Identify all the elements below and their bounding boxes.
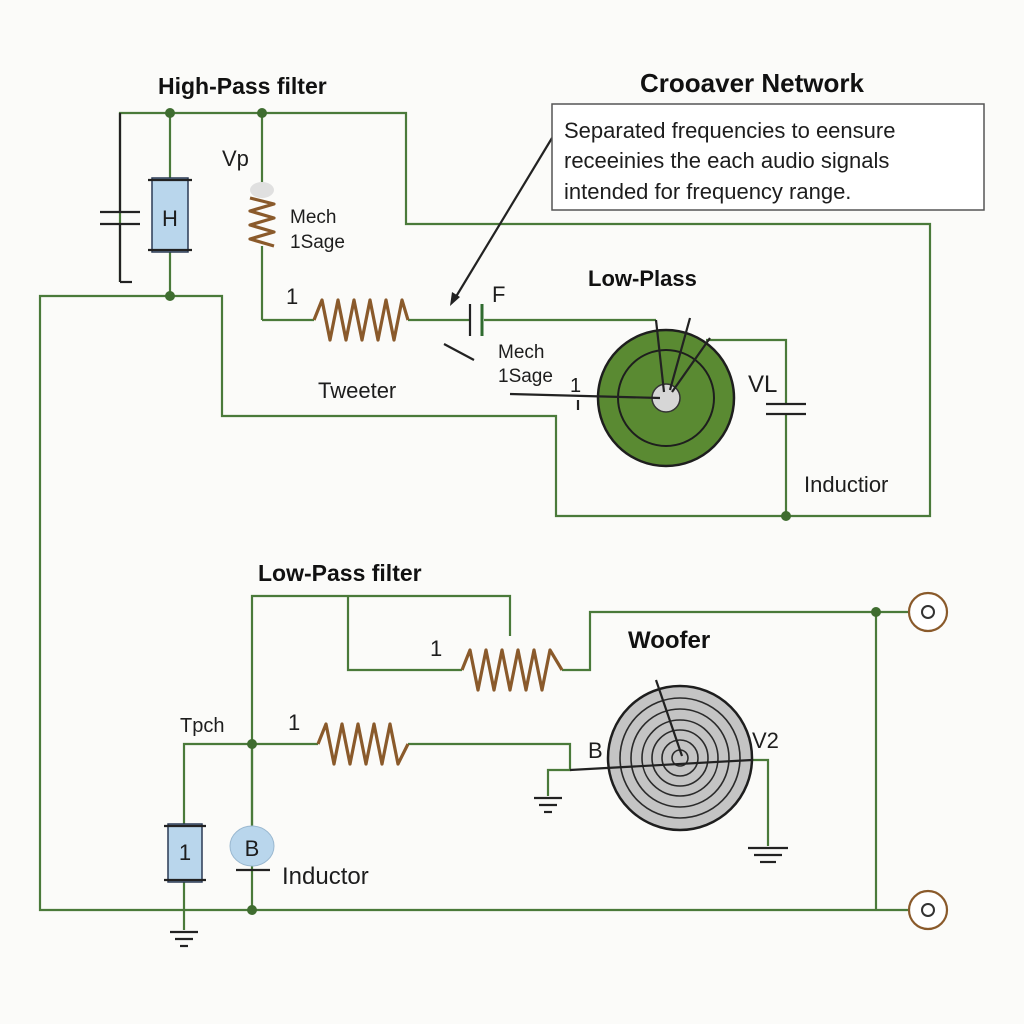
bottom-capacitor-label: 1 — [179, 840, 191, 865]
tweeter-speaker: Mech 1Sage 1 — [498, 317, 736, 468]
vp-label: Vp — [222, 146, 249, 171]
stage-label-2: 1Sage — [498, 366, 553, 387]
mech-label-1: Mech — [290, 207, 336, 228]
note-box: Separated frequencies to eensure receein… — [551, 103, 985, 211]
vl-capacitor: VL — [748, 371, 806, 416]
bottom-capacitor: 1 — [164, 823, 206, 883]
tweeter-label: Tweeter — [318, 378, 396, 403]
low-pass-inductor-2: 1 — [288, 710, 410, 766]
inductor-top-label: Inductior — [804, 472, 888, 497]
mech-label-2: Mech — [498, 342, 544, 363]
left-capacitor — [100, 113, 140, 284]
junction-nodes — [165, 108, 881, 915]
ground-symbol — [748, 846, 788, 864]
stage-label-1: 1Sage — [290, 232, 345, 253]
woofer-title: Woofer — [628, 627, 710, 654]
vl-label: VL — [748, 371, 777, 398]
callout-arrowhead — [450, 292, 460, 306]
crossover-network-title: Crooaver Network — [640, 68, 864, 98]
f-label: F — [492, 282, 505, 307]
f-capacitor: F — [443, 282, 505, 361]
h-capacitor: H — [148, 177, 192, 253]
v2-label: V2 — [752, 728, 779, 753]
output-terminal — [907, 591, 949, 633]
low-pass-filter-title: Low-Pass filter — [258, 560, 422, 586]
tweeter-coil-number: 1 — [286, 284, 298, 309]
top-circuit-wires — [38, 111, 932, 912]
tweeter-number: 1 — [570, 375, 581, 397]
woofer-b-label: B — [588, 738, 603, 763]
ground-symbol — [534, 796, 562, 814]
low-pass-coil-number-1: 1 — [430, 636, 442, 661]
woofer-speaker: B V2 — [569, 679, 779, 832]
b-bubble-component: B — [229, 825, 275, 872]
output-terminal — [907, 889, 949, 931]
tpch-label: Tpch — [180, 715, 224, 737]
note-line-3: intended for frequency range. — [564, 179, 851, 204]
callout-pointer — [453, 137, 553, 301]
low-pass-inductor-1: 1 — [430, 636, 564, 692]
vp-inductor: Vp Mech 1Sage — [222, 146, 345, 253]
low-pass-coil-number-2: 1 — [288, 710, 300, 735]
low-plass-title: Low-Plass — [588, 266, 697, 291]
ground-symbol — [170, 930, 198, 948]
high-pass-filter-title: High-Pass filter — [158, 73, 327, 99]
h-capacitor-label: H — [162, 206, 178, 231]
inductor-bottom-label: Inductor — [282, 863, 369, 890]
b-bubble-label: B — [245, 836, 260, 861]
note-line-2: receeinies the each audio signals — [564, 148, 889, 173]
note-line-1: Separated frequencies to eensure — [564, 118, 895, 143]
tweeter-inductor: 1 — [286, 284, 410, 342]
